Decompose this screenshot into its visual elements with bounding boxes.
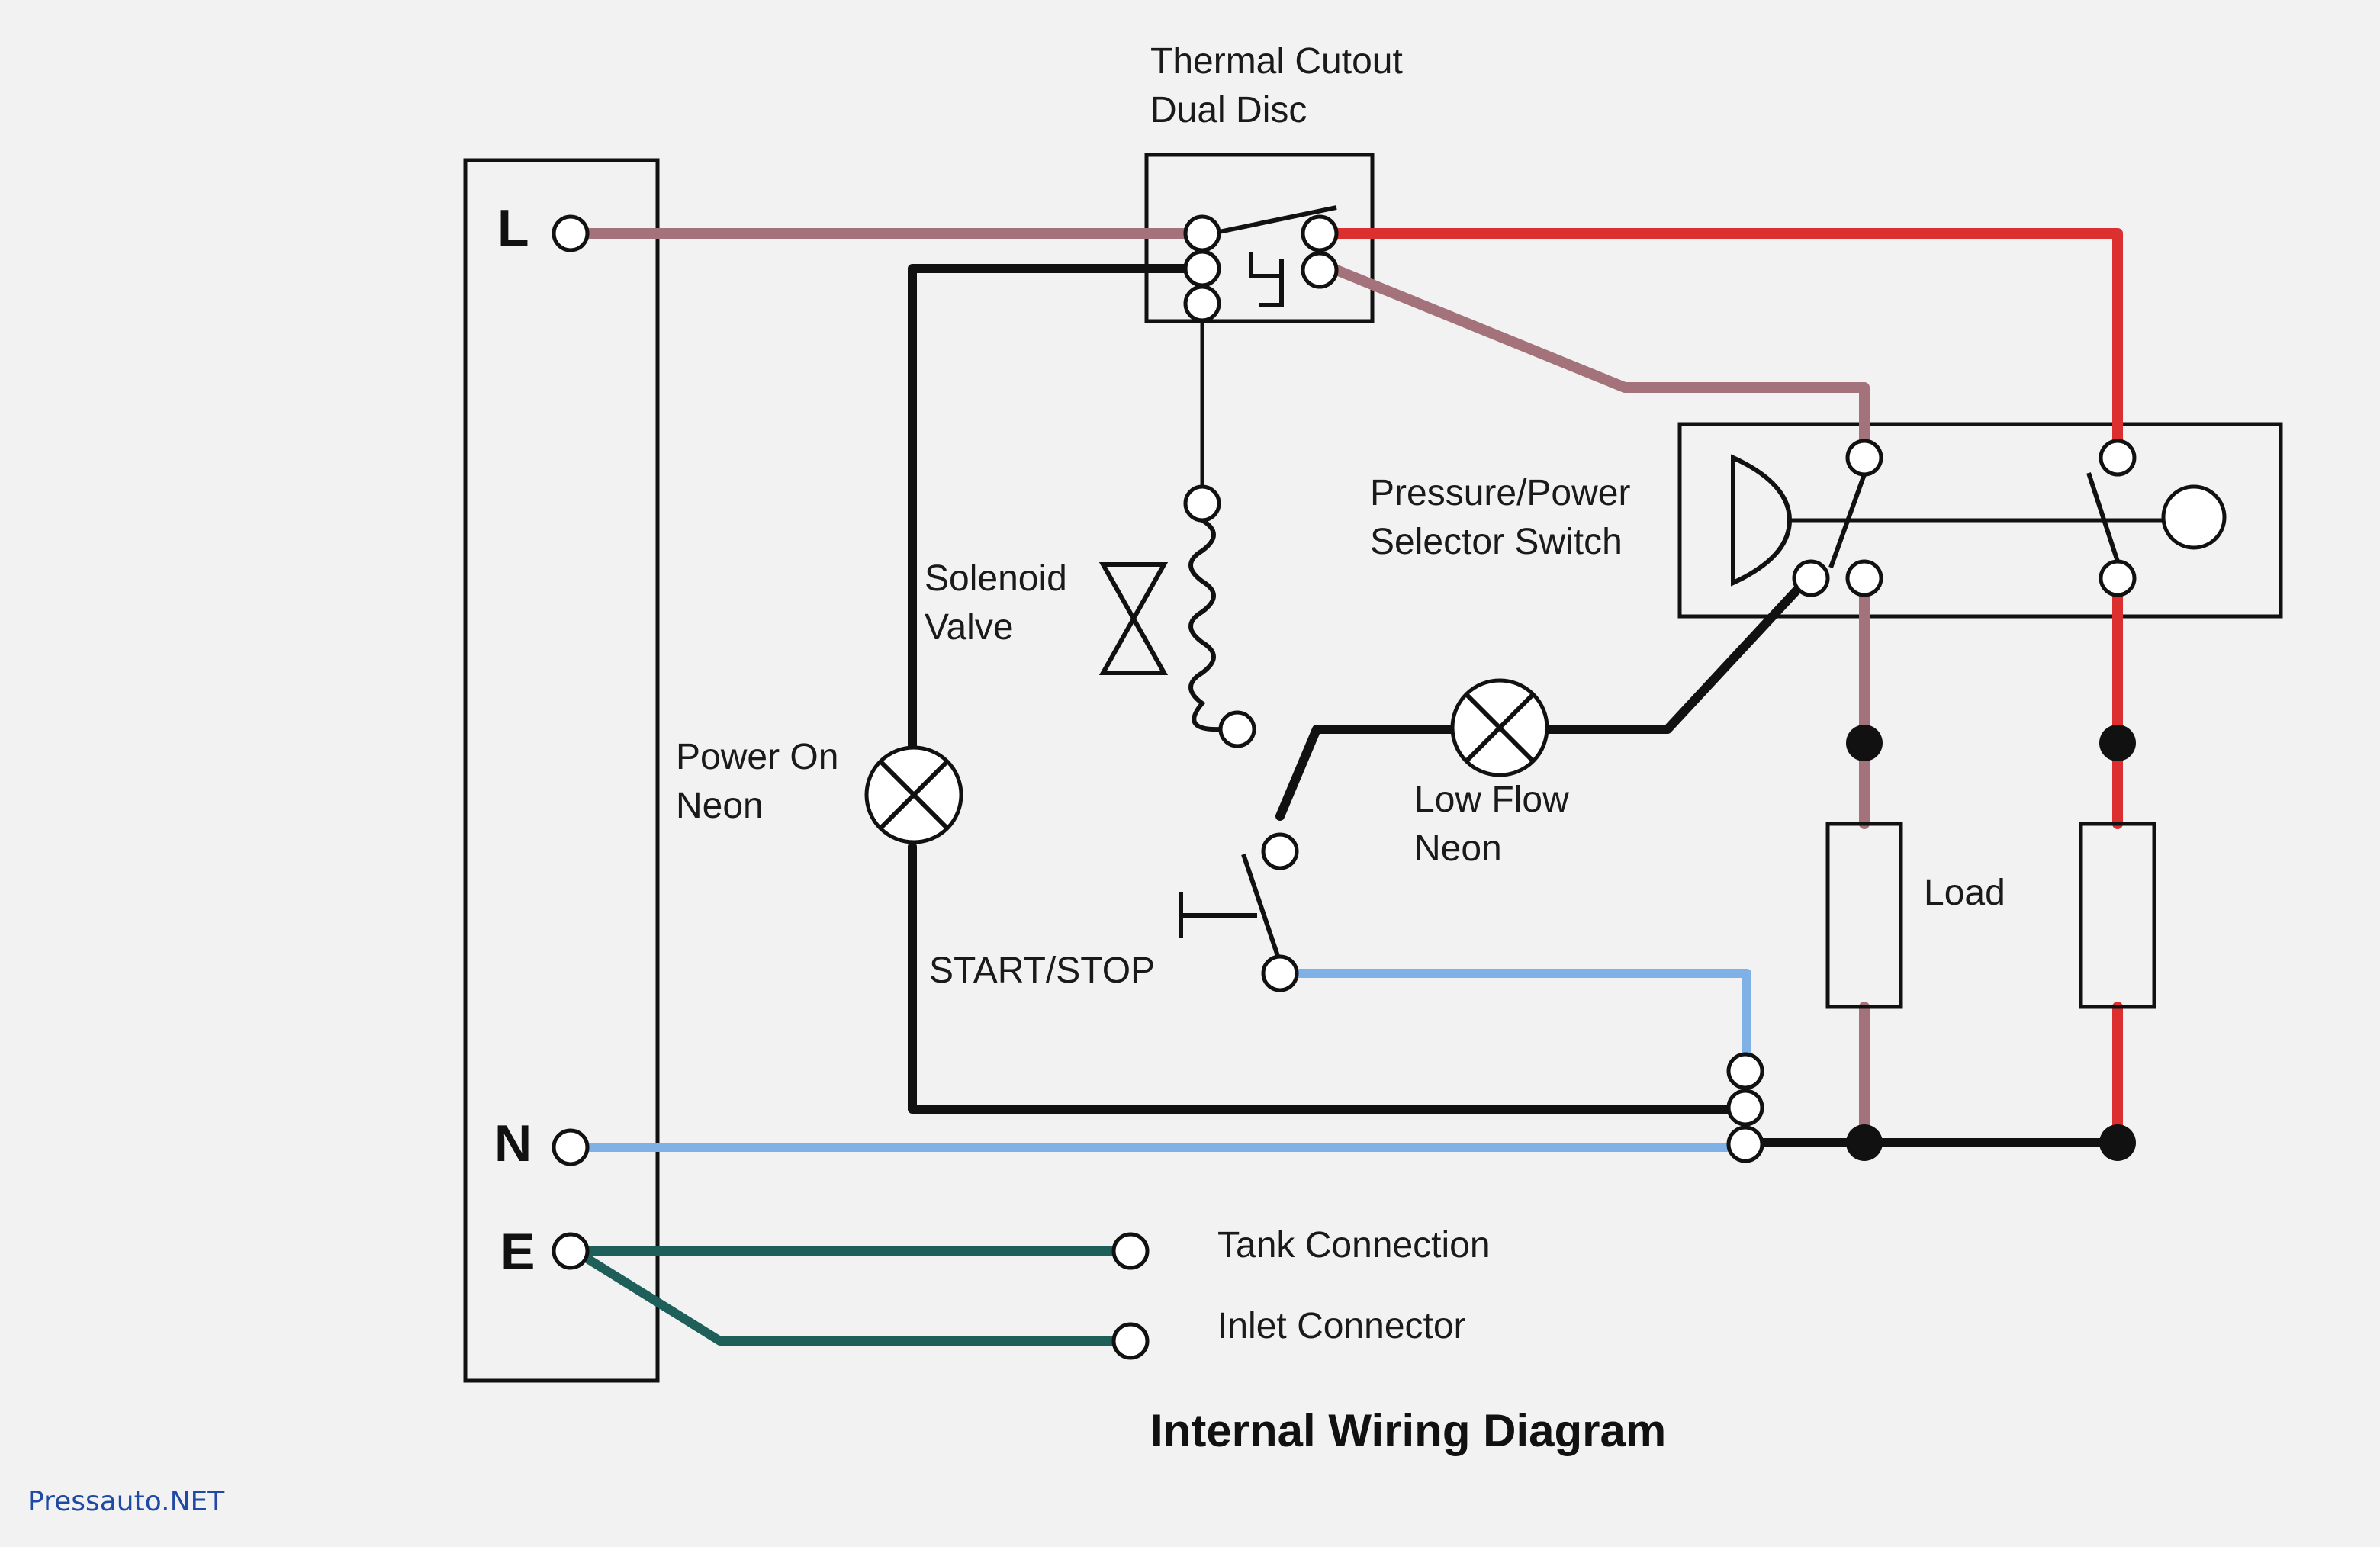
power-on-neon-icon xyxy=(864,745,963,844)
watermark-link[interactable]: Pressauto.NET xyxy=(27,1486,225,1517)
solenoid-node-top xyxy=(1183,484,1221,523)
neutral-stack-node-1 xyxy=(1726,1052,1764,1090)
thermal-cutout-label-1: Thermal Cutout xyxy=(1150,41,1403,82)
load-resistor-left xyxy=(1825,822,1903,1009)
terminal-live-label: L xyxy=(497,199,529,257)
wire-earth-green xyxy=(583,1246,1118,1346)
terminal-block xyxy=(463,158,660,1383)
cutout-contact xyxy=(1218,205,1337,307)
load-resistor-right xyxy=(2079,822,2156,1009)
terminal-earth-node xyxy=(552,1232,590,1270)
selector-switch-box xyxy=(1677,422,2283,619)
terminal-neutral-node xyxy=(552,1128,590,1166)
wire-low-flow xyxy=(1275,574,1812,821)
start-stop-label: START/STOP xyxy=(929,950,1155,991)
terminal-neutral-label: N xyxy=(494,1114,532,1172)
selector-node-1 xyxy=(1845,439,1883,477)
low-flow-label-2: Neon xyxy=(1414,828,1502,869)
selector-node-3 xyxy=(1792,559,1830,597)
selector-knob xyxy=(2161,484,2227,550)
tank-connection-label: Tank Connection xyxy=(1217,1225,1491,1266)
junction-dot-left-bottom xyxy=(1846,1124,1883,1161)
tank-connection-node xyxy=(1111,1232,1150,1270)
power-on-label-2: Neon xyxy=(676,786,764,826)
solenoid-node-bottom xyxy=(1218,710,1256,748)
pressure-power-label-2: Selector Switch xyxy=(1370,522,1623,562)
diagram-title: Internal Wiring Diagram xyxy=(1150,1405,1666,1456)
load-label: Load xyxy=(1924,873,2005,913)
start-stop-switch-icon xyxy=(1179,854,1281,959)
solenoid-label-2: Valve xyxy=(925,607,1014,648)
thermal-cutout-label-2: Dual Disc xyxy=(1150,90,1307,130)
selector-contact-1 xyxy=(1828,473,1867,569)
start-stop-node-bottom xyxy=(1261,954,1299,992)
pressure-diaphragm-icon xyxy=(1731,454,1793,587)
junction-dot-right-top xyxy=(2099,725,2136,761)
wire-black-loop xyxy=(908,264,1750,1114)
wire-brown-selector xyxy=(1331,265,1870,448)
low-flow-label-1: Low Flow xyxy=(1414,780,1569,820)
solenoid-coil xyxy=(1188,518,1221,732)
neutral-stack-node-2 xyxy=(1726,1089,1764,1127)
power-on-label-1: Power On xyxy=(676,737,838,777)
low-flow-neon-icon xyxy=(1450,678,1549,777)
selector-node-4 xyxy=(2099,439,2137,477)
wire-start-stop-blue xyxy=(1292,969,1751,1073)
selector-contact-2 xyxy=(2086,472,2120,562)
terminal-live-node xyxy=(552,214,590,252)
wire-red xyxy=(1331,228,2123,448)
selector-node-5 xyxy=(2099,559,2137,597)
cutout-node-2 xyxy=(1183,249,1221,288)
cutout-node-5 xyxy=(1301,251,1339,289)
neutral-stack-node-3 xyxy=(1726,1125,1764,1163)
start-stop-node-top xyxy=(1261,832,1299,870)
cutout-node-1 xyxy=(1183,214,1221,252)
junction-dot-left-top xyxy=(1846,725,1883,761)
solenoid-valve-icon xyxy=(1098,562,1169,675)
cutout-node-3 xyxy=(1183,285,1221,323)
cutout-node-4 xyxy=(1301,214,1339,252)
selector-node-2 xyxy=(1845,559,1883,597)
terminal-earth-label: E xyxy=(500,1223,535,1281)
solenoid-label-1: Solenoid xyxy=(925,558,1067,599)
pressure-power-label-1: Pressure/Power xyxy=(1370,473,1630,513)
inlet-connector-node xyxy=(1111,1322,1150,1360)
inlet-connector-label: Inlet Connector xyxy=(1217,1306,1466,1346)
junction-dot-right-bottom xyxy=(2099,1124,2136,1161)
